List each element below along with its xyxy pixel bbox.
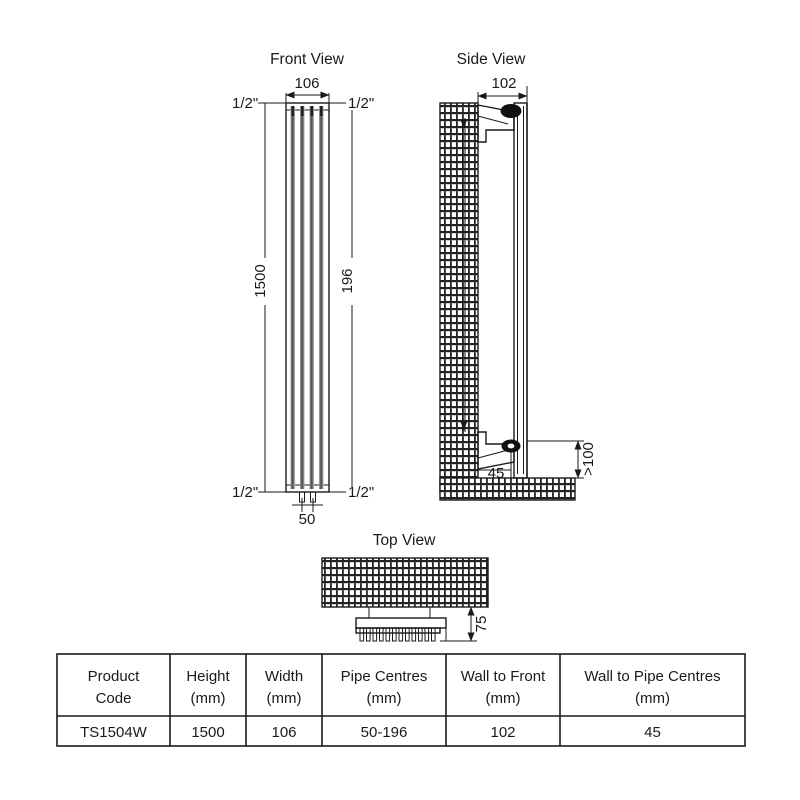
table-header-wall-to-pipe-centres-line2: (mm) xyxy=(635,690,670,707)
front-pipe-centres-value: 196 xyxy=(339,268,356,293)
front-bottom-pipe-centres-value: 50 xyxy=(299,511,316,528)
front-bottom-left-thread-label: 1/2" xyxy=(232,484,258,501)
front-height-dimension: 1500 xyxy=(252,102,286,493)
table-header-pipe-centres-line2: (mm) xyxy=(367,690,402,707)
cell-width: 106 xyxy=(271,724,296,741)
table-header-product-code-line2: Code xyxy=(96,690,132,707)
side-view-title: Side View xyxy=(457,51,526,68)
table-header-wall-to-front-line2: (mm) xyxy=(486,690,521,707)
cell-wall-to-front: 102 xyxy=(490,724,515,741)
front-width-value: 106 xyxy=(294,75,319,92)
front-bottom-right-thread: 1/2" xyxy=(323,484,374,501)
side-floor-clearance-value: >100 xyxy=(580,442,597,476)
top-view: Top View xyxy=(321,532,490,642)
cell-height: 1500 xyxy=(191,724,224,741)
table-header-pipe-centres-line1: Pipe Centres xyxy=(341,668,428,685)
table-row: TS1504W 1500 106 50-196 102 45 xyxy=(80,724,661,741)
table-header-height-line1: Height xyxy=(186,668,230,685)
cell-pipe-centres: 50-196 xyxy=(361,724,408,741)
table-header-width-line2: (mm) xyxy=(267,690,302,707)
front-bottom-pipe-centres-dimension: 50 xyxy=(292,498,323,528)
side-wall-to-pipe-dimension: 45 xyxy=(477,452,512,482)
front-height-value: 1500 xyxy=(252,264,269,297)
table-header-wall-to-pipe-centres-line1: Wall to Pipe Centres xyxy=(584,668,720,685)
front-top-right-thread-label: 1/2" xyxy=(348,95,374,112)
cell-wall-to-pipe-centres: 45 xyxy=(644,724,661,741)
front-bottom-right-thread-label: 1/2" xyxy=(348,484,374,501)
front-view-title: Front View xyxy=(270,51,345,68)
side-depth-dimension: 102 xyxy=(477,75,528,106)
side-view: Side View 102 xyxy=(439,51,597,501)
side-wall-to-pipe-value: 45 xyxy=(488,465,505,482)
table-header-row: Product Code Height (mm) Width (mm) Pipe… xyxy=(88,668,721,707)
front-bottom-left-thread: 1/2" xyxy=(232,484,292,501)
side-top-bracket xyxy=(477,104,522,143)
top-radiator-body xyxy=(355,617,447,642)
top-brackets xyxy=(368,607,431,618)
top-projection-dimension: 75 xyxy=(446,606,490,642)
table-header-height-line2: (mm) xyxy=(191,690,226,707)
front-view-tubes xyxy=(290,106,324,489)
side-radiator-body xyxy=(513,102,528,479)
side-wall xyxy=(439,102,479,494)
front-width-dimension: 106 xyxy=(285,75,330,105)
side-floor xyxy=(439,477,576,501)
front-view: Front View 106 1/2" 1/2" xyxy=(232,51,374,528)
top-radiator-fins xyxy=(359,627,436,642)
table-header-width-line1: Width xyxy=(265,668,303,685)
table-header-product-code-line1: Product xyxy=(88,668,141,685)
side-depth-value: 102 xyxy=(491,75,516,92)
cell-product-code: TS1504W xyxy=(80,724,148,741)
front-top-left-thread-label: 1/2" xyxy=(232,95,258,112)
top-projection-value: 75 xyxy=(473,616,490,633)
top-wall xyxy=(321,557,489,608)
side-floor-clearance-dimension: >100 xyxy=(527,440,597,479)
top-view-title: Top View xyxy=(373,532,436,549)
front-pipe-centres-dimension: 196 xyxy=(339,110,356,487)
table-header-wall-to-front-line1: Wall to Front xyxy=(461,668,546,685)
front-top-right-thread: 1/2" xyxy=(323,95,374,112)
spec-table: Product Code Height (mm) Width (mm) Pipe… xyxy=(56,653,746,747)
